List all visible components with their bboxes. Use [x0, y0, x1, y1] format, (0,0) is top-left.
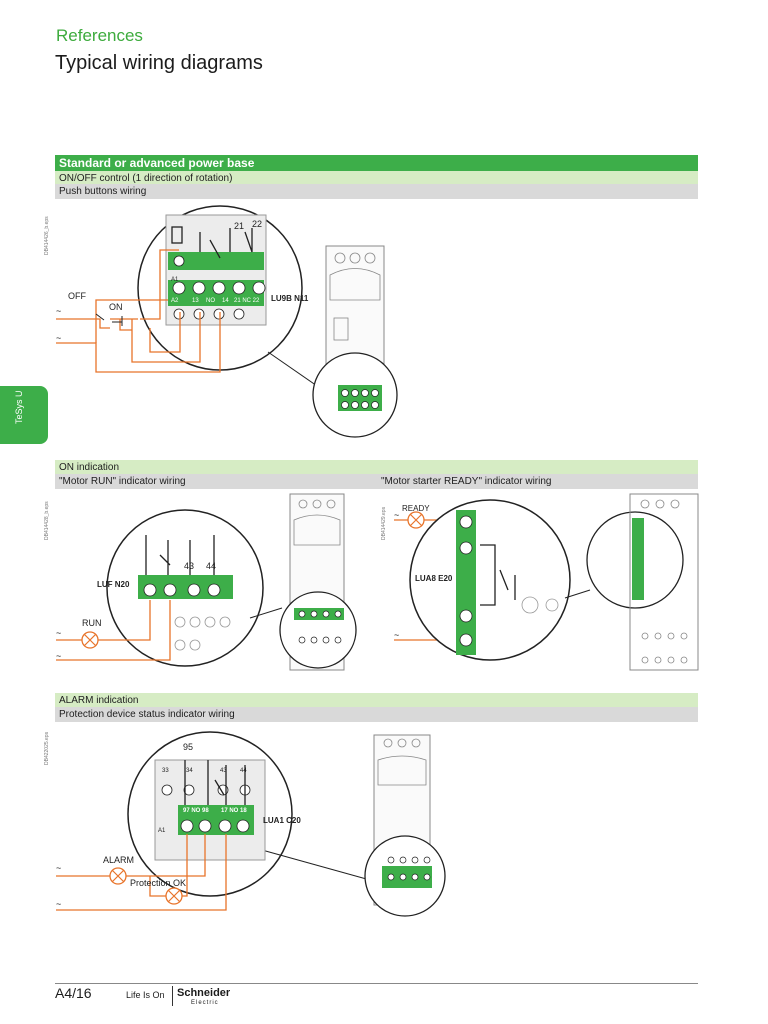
- page-title: Typical wiring diagrams: [55, 52, 263, 74]
- module-lua8e20-label: LUA8 E20: [415, 574, 453, 583]
- off-label: OFF: [68, 291, 86, 301]
- module-lu9b-label: LU9B N11: [271, 294, 309, 303]
- alarm-label: ALARM: [103, 855, 135, 865]
- section-heading-on-indication: ON indication: [55, 460, 698, 475]
- side-tab[interactable]: TeSys U: [0, 386, 48, 444]
- ac-symbol: ~: [56, 863, 62, 873]
- logo-separator: [172, 986, 173, 1006]
- terminal-44-label: 44: [206, 561, 217, 571]
- section-heading-power-base: Standard or advanced power base: [55, 155, 698, 171]
- ac-symbol: ~: [56, 628, 62, 638]
- ac-symbol: ~: [56, 333, 62, 343]
- terminal-95-label: 95: [183, 742, 194, 752]
- ac-symbol: ~: [56, 899, 62, 909]
- caption-protection-status: Protection device status indicator wirin…: [55, 707, 698, 722]
- terminal-44-label: 44: [240, 768, 247, 774]
- ac-symbol: ~: [394, 630, 400, 640]
- terminal-17no18-label: 17 NO 18: [221, 808, 247, 814]
- ready-label: READY: [402, 504, 430, 513]
- a2-label: A2: [171, 298, 179, 304]
- terminal-22-label: 22: [252, 219, 263, 229]
- terminal-43-label: 43: [184, 561, 195, 571]
- no-label: NO: [206, 298, 215, 304]
- terminal-21nc22-label: 21 NC 22: [234, 298, 260, 304]
- terminal-13-label: 13: [192, 298, 199, 304]
- terminal-34-label: 34: [186, 768, 193, 774]
- section-kicker: References: [56, 26, 143, 45]
- protection-ok-label: Protection OK: [130, 878, 187, 888]
- ac-symbol: ~: [56, 306, 62, 316]
- zoom-line: [267, 351, 321, 389]
- caption-motor-ready: "Motor starter READY" indicator wiring: [377, 474, 698, 489]
- section-heading-alarm: ALARM indication: [55, 693, 698, 708]
- terminal-33-label: 33: [162, 768, 169, 774]
- terminal-21-label: 21: [234, 221, 245, 231]
- brand-logo: Schneider: [177, 987, 231, 999]
- terminal-14-label: 14: [222, 298, 229, 304]
- a1-label: A1: [158, 828, 166, 834]
- section-subheading-onoff: ON/OFF control (1 direction of rotation): [55, 171, 698, 186]
- footer-divider: [55, 983, 698, 984]
- module-lua1c20-label: LUA1 C20: [263, 816, 301, 825]
- a1-label: A1: [171, 277, 179, 283]
- caption-push-buttons: Push buttons wiring: [55, 184, 698, 199]
- on-label: ON: [109, 302, 123, 312]
- caption-motor-run: "Motor RUN" indicator wiring: [55, 474, 377, 489]
- ac-symbol: ~: [56, 651, 62, 661]
- ac-symbol: ~: [394, 510, 400, 520]
- module-lufn20-label: LUF N20: [97, 580, 130, 589]
- brand-logo-sub: Electric: [191, 1000, 219, 1006]
- tagline: Life Is On: [126, 990, 165, 1000]
- terminal-43-label: 43: [220, 768, 227, 774]
- terminal-row-top: [168, 252, 264, 270]
- terminal-97no98-label: 97 NO 98: [183, 808, 209, 814]
- run-label: RUN: [82, 618, 102, 628]
- page-number: A4/16: [55, 985, 92, 1001]
